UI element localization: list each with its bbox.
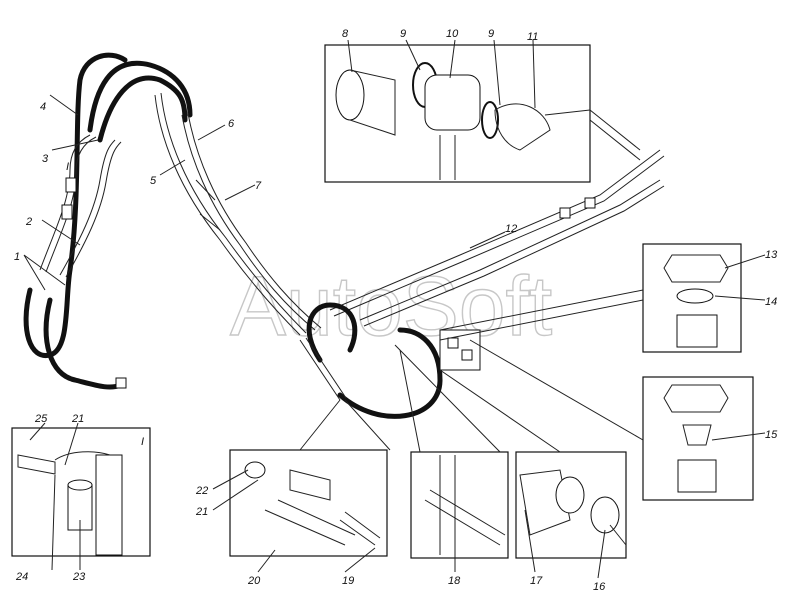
inset-union-fitting — [515, 451, 627, 559]
callout-12: 12 — [505, 223, 517, 235]
callout-6: 6 — [228, 118, 235, 130]
inset-bolt-bracket — [229, 449, 388, 557]
callout-25: 25 — [34, 413, 48, 425]
callout-20: 20 — [247, 575, 261, 587]
callout-14: 14 — [765, 296, 777, 308]
callout-21-lower: 21 — [195, 506, 208, 518]
callout-10: 10 — [446, 28, 459, 40]
inset-nut-washer — [642, 243, 742, 353]
callout-24: 24 — [15, 571, 28, 583]
detail-marker-main: I — [66, 161, 69, 173]
inset-clamp-detail — [11, 427, 151, 557]
lower-loop-hose — [299, 302, 481, 419]
left-hose-assembly — [23, 52, 193, 390]
watermark: AutoSoft — [230, 259, 552, 353]
callout-3: 3 — [42, 153, 49, 165]
callout-15: 15 — [765, 429, 778, 441]
upper-right-pipe — [329, 149, 665, 327]
callout-2: 2 — [25, 216, 32, 228]
callout-7: 7 — [255, 180, 262, 192]
callout-9-a: 9 — [400, 28, 406, 40]
callout-23: 23 — [72, 571, 86, 583]
inset-pipe-section — [410, 451, 509, 559]
callout-16: 16 — [593, 581, 606, 593]
central-pipe-run — [154, 92, 322, 336]
callout-1: 1 — [14, 251, 20, 263]
callout-19: 19 — [342, 575, 354, 587]
callout-18: 18 — [448, 575, 461, 587]
callout-21-upper: 21 — [71, 413, 84, 425]
callout-5: 5 — [150, 175, 157, 187]
callout-9-b: 9 — [488, 28, 494, 40]
callout-labels: 1 2 3 4 5 6 7 8 9 10 9 11 12 13 14 15 16… — [14, 28, 778, 593]
inset-fitting-top — [324, 44, 591, 183]
leader-lines — [23, 39, 766, 579]
detail-marker-inset: I — [141, 436, 144, 448]
inset-nut-cone — [642, 376, 754, 501]
callout-22: 22 — [195, 485, 208, 497]
callout-13: 13 — [765, 249, 778, 261]
callout-11: 11 — [527, 31, 538, 43]
callout-8: 8 — [342, 28, 349, 40]
callout-17: 17 — [530, 575, 543, 587]
callout-4: 4 — [40, 101, 46, 113]
